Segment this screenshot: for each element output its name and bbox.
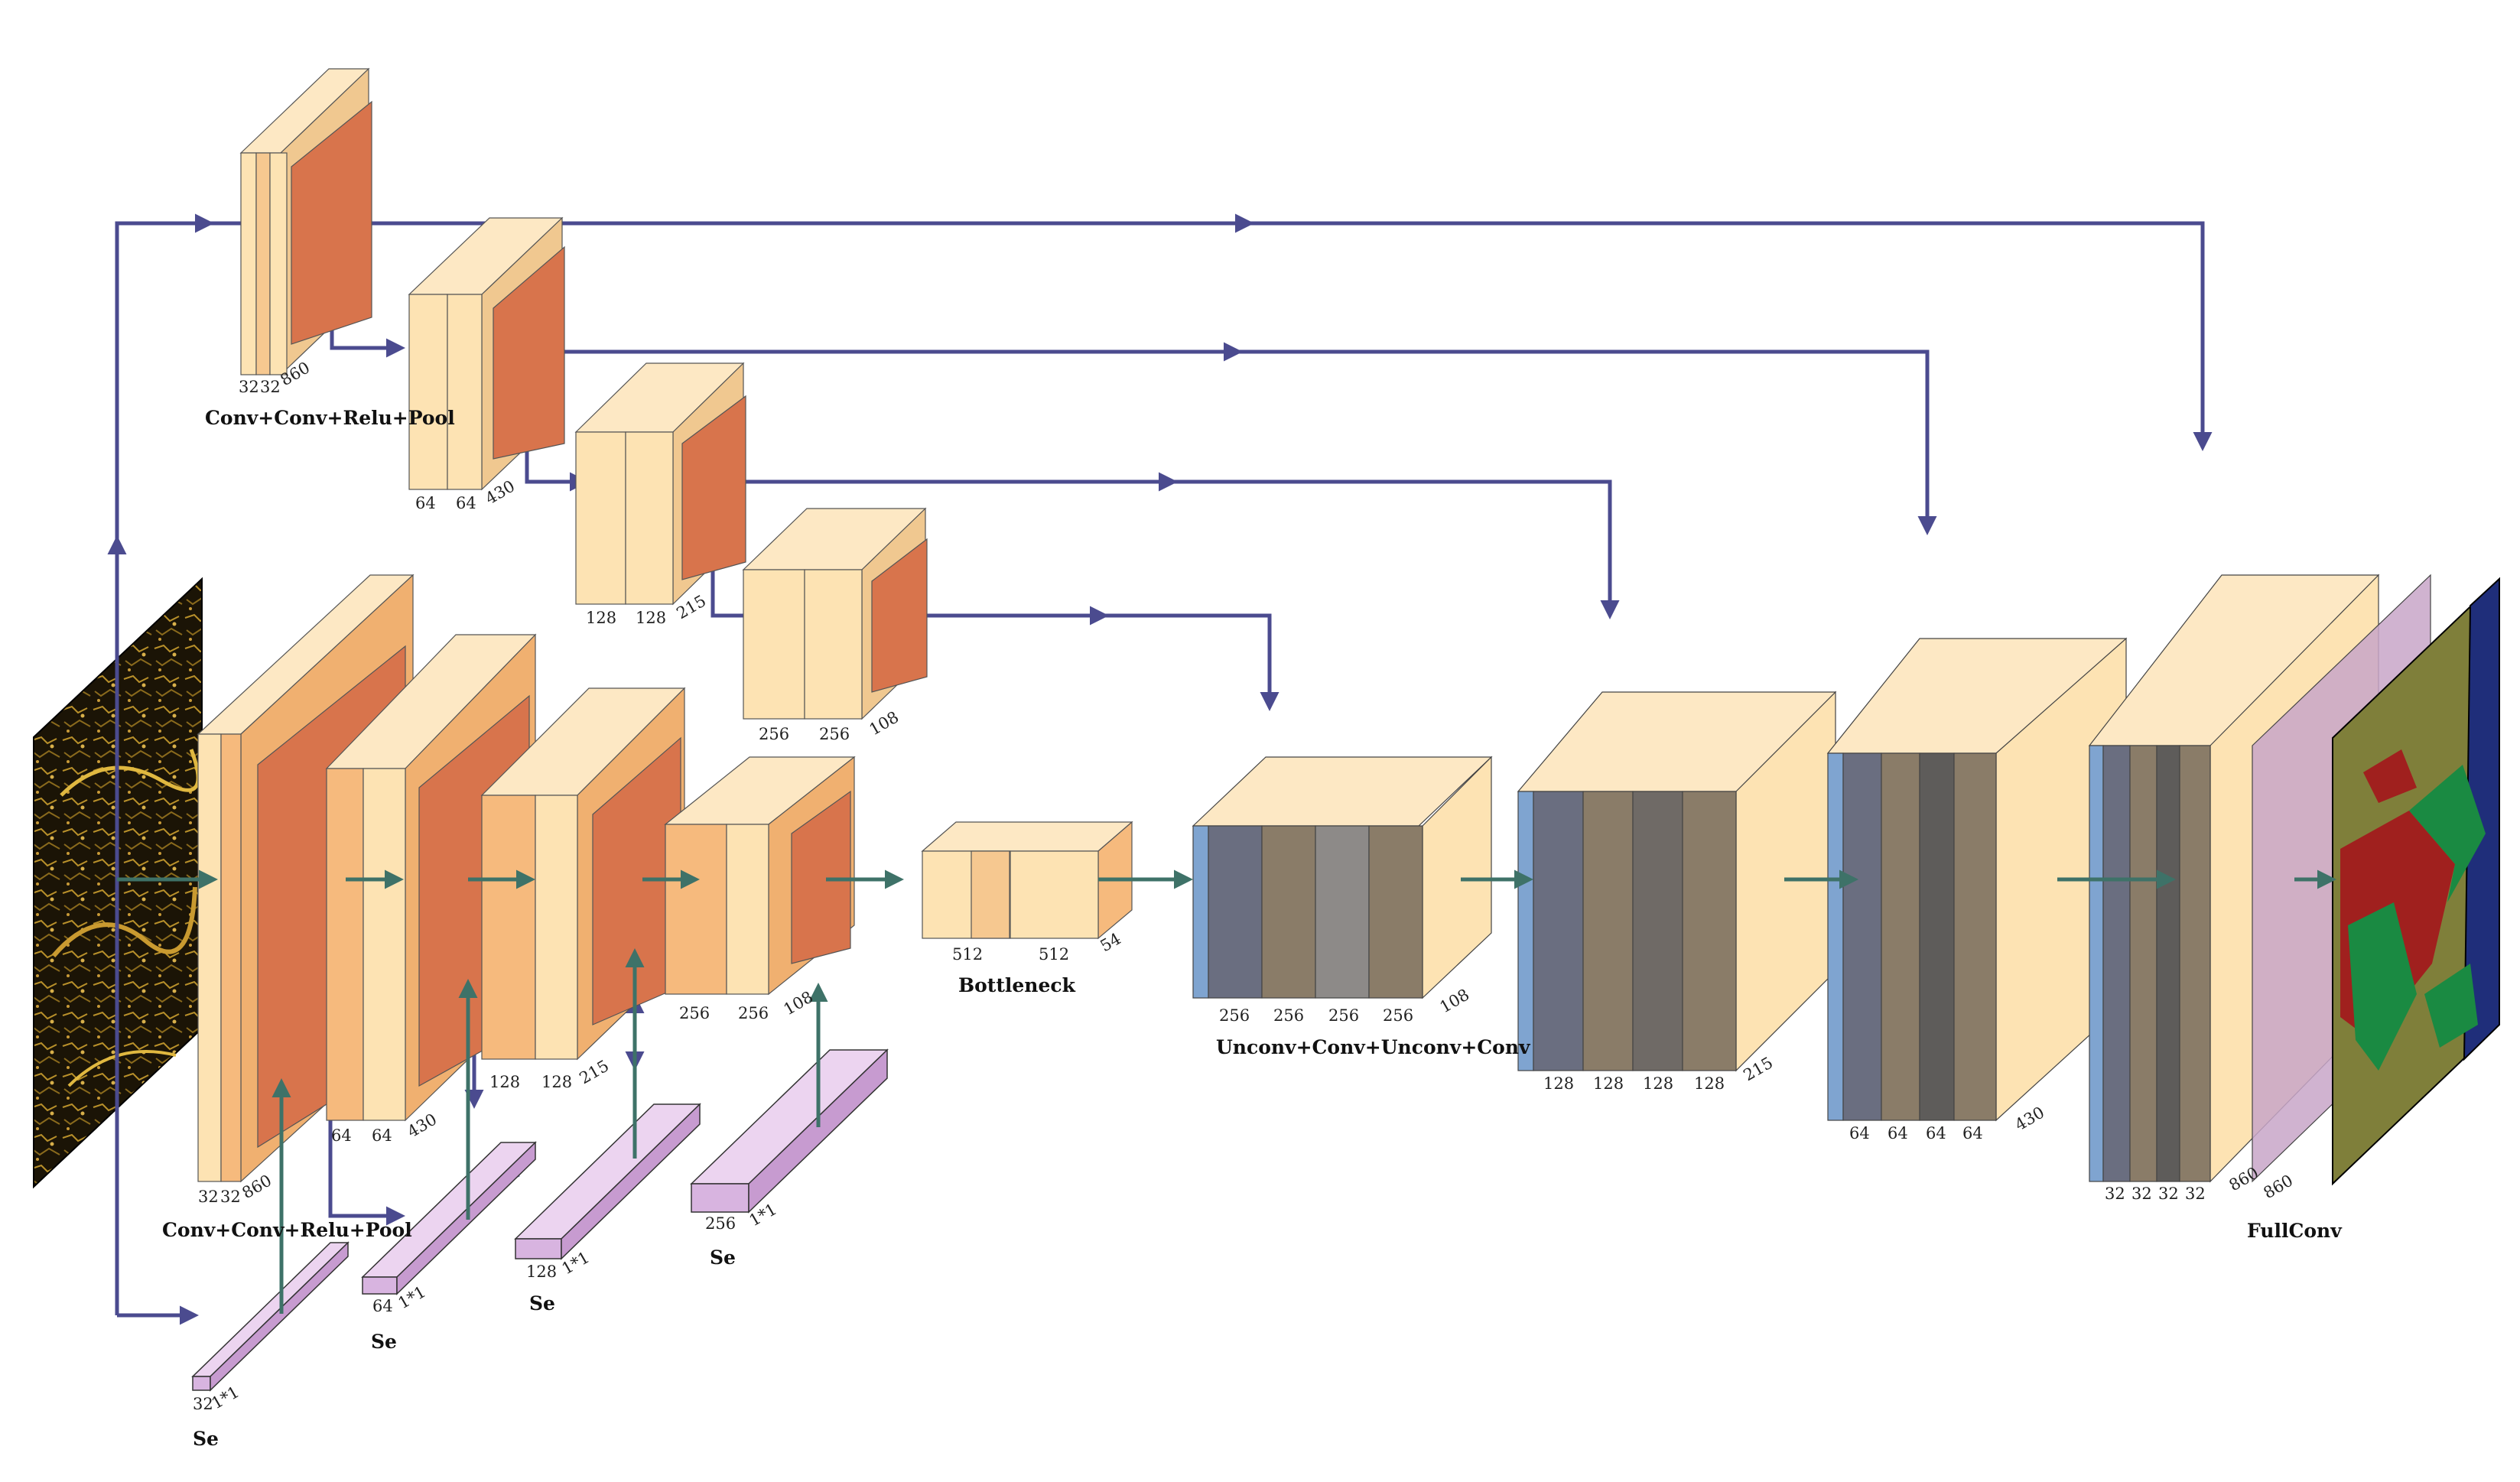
- label-dec1-d: 256: [1383, 1006, 1413, 1025]
- label-bot3-b: 128: [541, 1073, 572, 1091]
- label-dec2-b: 128: [1593, 1074, 1624, 1093]
- label-se4-a: 256: [705, 1214, 736, 1233]
- label-bottleneck-a: 512: [952, 945, 983, 964]
- label-bot1-b: 32: [220, 1188, 241, 1206]
- se-block-3: [514, 1103, 701, 1260]
- label-bot2-a: 64: [331, 1126, 352, 1145]
- caption-se-4: Se: [710, 1246, 736, 1269]
- label-dec1-c: 256: [1328, 1006, 1359, 1025]
- label-top4-a: 256: [759, 725, 789, 743]
- label-top1-b: 32: [260, 378, 281, 396]
- label-dec2-d: 128: [1694, 1074, 1725, 1093]
- caption-se-2: Se: [371, 1331, 397, 1353]
- captions: Conv+Conv+Relu+Pool Conv+Conv+Relu+Pool …: [162, 407, 2343, 1450]
- label-dec3-a: 64: [1849, 1124, 1870, 1142]
- label-dec2-c: 128: [1643, 1074, 1673, 1093]
- decoder-stage-1: [1192, 756, 1493, 999]
- se-blocks: [191, 1048, 889, 1392]
- bottom-encoder-stage-4: [664, 756, 856, 996]
- caption-decoder: Unconv+Conv+Unconv+Conv: [1216, 1036, 1531, 1058]
- label-se1-a: 32: [193, 1395, 213, 1413]
- label-top2-b: 64: [456, 494, 476, 512]
- label-top4-b: 256: [819, 725, 850, 743]
- top-encoder-stage-3: [574, 362, 746, 606]
- label-dec1-e: 108: [1437, 985, 1473, 1016]
- label-se2-a: 64: [372, 1297, 393, 1315]
- se-block-4: [690, 1048, 889, 1214]
- caption-top-encoder: Conv+Conv+Relu+Pool: [205, 407, 455, 429]
- label-dec3-d: 64: [1962, 1124, 1983, 1142]
- label-bot2-b: 64: [372, 1126, 392, 1145]
- label-top3-b: 128: [636, 609, 666, 627]
- label-bot4-c: 108: [781, 987, 817, 1019]
- se-block-2: [361, 1141, 537, 1295]
- label-se3-a: 128: [526, 1263, 557, 1281]
- label-top2-a: 64: [415, 494, 436, 512]
- label-dec2-a: 128: [1543, 1074, 1574, 1093]
- label-dec4-c: 32: [2158, 1185, 2179, 1203]
- label-bot3-a: 128: [489, 1073, 520, 1091]
- label-bottleneck-b: 512: [1039, 945, 1069, 964]
- top-encoder-stage-2: [408, 216, 565, 491]
- caption-bottom-encoder: Conv+Conv+Relu+Pool: [162, 1219, 412, 1241]
- label-bot1-a: 32: [198, 1188, 219, 1206]
- label-top4-c: 108: [867, 707, 902, 739]
- top-encoder-stage-4: [742, 507, 928, 720]
- output-segmentation-map: [2332, 577, 2500, 1186]
- bottom-encoder-stage-3: [480, 687, 686, 1061]
- label-dec4-a: 32: [2105, 1185, 2125, 1203]
- caption-se-1: Se: [193, 1428, 219, 1450]
- label-dec1-b: 256: [1273, 1006, 1304, 1025]
- label-top3-a: 128: [586, 609, 616, 627]
- label-dec1-a: 256: [1219, 1006, 1250, 1025]
- label-dec3-b: 64: [1888, 1124, 1908, 1142]
- caption-fullconv: FullConv: [2247, 1220, 2343, 1242]
- label-dec3-c: 64: [1926, 1124, 1946, 1142]
- label-dec3-e: 430: [2012, 1103, 2048, 1134]
- label-bot4-b: 256: [738, 1004, 769, 1022]
- label-dec4-d: 32: [2185, 1185, 2206, 1203]
- label-top1-a: 32: [239, 378, 259, 396]
- label-dec4-b: 32: [2131, 1185, 2152, 1203]
- se-block-1: [191, 1241, 350, 1392]
- label-bot3-c: 215: [577, 1056, 613, 1087]
- label-bot4-a: 256: [679, 1004, 710, 1022]
- label-dec4-f: 860: [2261, 1171, 2297, 1202]
- flow-arrows: [117, 869, 2336, 1314]
- caption-se-3: Se: [529, 1292, 555, 1315]
- caption-bottleneck: Bottleneck: [958, 974, 1076, 996]
- top-encoder-stage-1: [239, 67, 372, 376]
